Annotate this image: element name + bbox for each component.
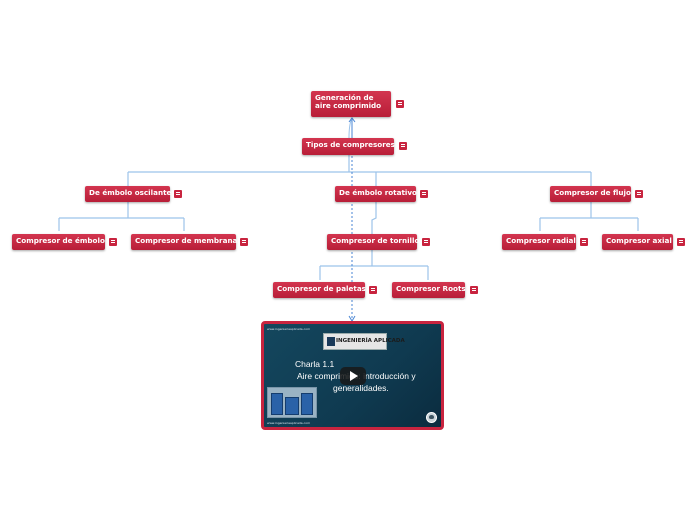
- link-tipos-level2: [127, 155, 592, 186]
- play-button-icon[interactable]: [340, 367, 366, 385]
- machine-shape: [285, 397, 299, 415]
- video-top-url: www.ingenieriaaplicada.com: [267, 327, 311, 331]
- node-compresor-axial[interactable]: Compresor axial: [602, 234, 673, 250]
- video-title: Charla 1.1: [295, 359, 335, 369]
- note-icon[interactable]: [369, 286, 377, 294]
- node-generacion-aire-comprimido[interactable]: Generación de aire comprimido: [311, 91, 391, 117]
- machine-photo: [267, 387, 317, 418]
- node-de-embolo-oscilante[interactable]: De émbolo oscilante: [85, 186, 171, 202]
- link-flujo-children: [539, 202, 639, 231]
- node-compresor-de-flujo[interactable]: Compresor de flujo: [550, 186, 631, 202]
- node-compresor-radial[interactable]: Compresor radial: [502, 234, 576, 250]
- machine-shape: [301, 393, 313, 415]
- note-icon[interactable]: [677, 238, 685, 246]
- link-oscilante-children: [58, 202, 185, 231]
- video-logo-text: INGENIERÍA APLICADA: [336, 338, 405, 344]
- note-icon[interactable]: [580, 238, 588, 246]
- video-bottom-url: www.ingenieriaaplicada.com: [267, 421, 311, 425]
- note-icon[interactable]: [174, 190, 182, 198]
- video-embed[interactable]: www.ingenieriaaplicada.com INGENIERÍA AP…: [261, 321, 444, 430]
- logo-mark-icon: [327, 337, 335, 346]
- video-subtitle-line2: generalidades.: [333, 383, 389, 393]
- note-icon[interactable]: [240, 238, 248, 246]
- channel-badge-icon: [426, 412, 437, 423]
- node-compresor-de-tornillo[interactable]: Compresor de tornillo: [327, 234, 419, 250]
- link-rotativo-children: [371, 202, 377, 234]
- machine-shape: [271, 393, 283, 415]
- node-compresor-de-paletas[interactable]: Compresor de paletas: [273, 282, 366, 298]
- note-icon[interactable]: [470, 286, 478, 294]
- node-de-embolo-rotativo[interactable]: De émbolo rotativo: [335, 186, 417, 202]
- note-icon[interactable]: [635, 190, 643, 198]
- node-tipos-de-compresores[interactable]: Tipos de compresores: [302, 138, 395, 155]
- note-icon[interactable]: [420, 190, 428, 198]
- note-icon[interactable]: [422, 238, 430, 246]
- arrow-root: [348, 117, 356, 123]
- note-icon[interactable]: [109, 238, 117, 246]
- node-compresor-roots[interactable]: Compresor Roots: [392, 282, 466, 298]
- note-icon[interactable]: [396, 100, 404, 108]
- link-tornillo-children: [319, 250, 429, 280]
- node-compresor-de-embolo[interactable]: Compresor de émbolo: [12, 234, 105, 250]
- node-compresor-de-membrana[interactable]: Compresor de membrana: [131, 234, 237, 250]
- note-icon[interactable]: [399, 142, 407, 150]
- video-logo: INGENIERÍA APLICADA: [323, 333, 405, 350]
